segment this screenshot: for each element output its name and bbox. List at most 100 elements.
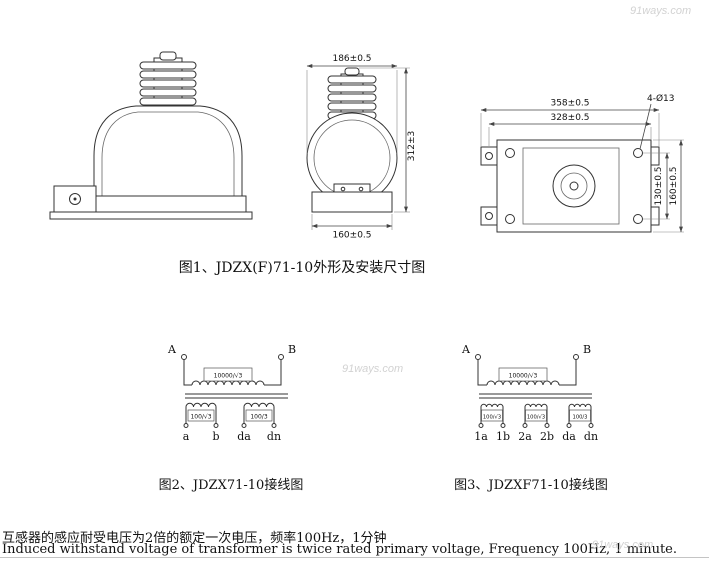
insulator-shed — [327, 102, 377, 111]
secondary-2-lead-wires — [524, 407, 548, 424]
primary-ratio-label: 10000/√3 — [214, 373, 243, 380]
terminal-b-label: B — [583, 343, 591, 356]
secondary-terminal-node — [500, 423, 506, 428]
dim-front-height: 312±3 — [407, 131, 417, 161]
note-english: Induced withstand voltage of transformer… — [2, 542, 678, 557]
dim-top-width-outer: 358±0.5 — [550, 99, 589, 109]
terminal-box-hole-center — [73, 197, 77, 201]
mounting-hole — [505, 214, 515, 224]
terminal-bolt — [340, 186, 346, 192]
tank-body-inner-line — [101, 111, 235, 196]
hole-leader-line — [639, 103, 652, 150]
secondary-1-lead-wires — [185, 407, 217, 424]
base-plate — [49, 211, 253, 220]
secondary-terminal-node — [588, 423, 594, 428]
watermark-text: 91ways.com — [630, 5, 692, 17]
tab-hole — [485, 152, 493, 160]
terminal-label: 1b — [496, 430, 510, 443]
mounting-hole — [505, 148, 515, 158]
mounting-tab — [480, 146, 498, 166]
wiring-diagram-jdzx71: A B 10000/√3 100/√3 a b 100/3 da dn — [167, 343, 296, 443]
mounting-hole — [633, 214, 643, 224]
secondary-terminal-node — [478, 423, 484, 428]
secondary-terminal-node — [544, 423, 550, 428]
terminal-label: a — [183, 430, 190, 443]
secondary-terminal-node — [213, 423, 219, 428]
dim-mounting-holes: 4-Ø13 — [647, 93, 675, 104]
transformer-side-view — [49, 51, 253, 220]
insulator-shed — [327, 84, 377, 93]
primary-coil — [191, 380, 265, 386]
mounting-tab — [480, 206, 498, 226]
wiring-diagrams: A B 10000/√3 100/√3 a b 100/3 da dn — [167, 343, 598, 443]
mounting-tab — [650, 206, 660, 226]
secondary-1-ratio-label: 100/√3 — [190, 414, 211, 421]
dim-top-width-inner: 328±0.5 — [550, 113, 589, 123]
transformer-top-view: 358±0.5 328±0.5 4-Ø13 130±0.5 160±0.5 — [480, 93, 684, 233]
terminal-a-label: A — [167, 343, 177, 356]
note-chinese: 互感器的感应耐受电压为2倍的额定一次电压，频率100Hz，1分钟 — [2, 531, 387, 546]
secondary-2-ratio-label: 100/3 — [250, 414, 267, 421]
terminal-label: 1a — [474, 430, 488, 443]
bottom-divider — [0, 557, 709, 558]
terminal-label: dn — [267, 430, 281, 443]
secondary-2-ratio-box — [245, 409, 273, 422]
secondary-3-ratio-box — [569, 409, 591, 422]
terminal-label: da — [237, 430, 251, 443]
terminal-label: b — [212, 430, 219, 443]
secondary-1-ratio-box — [187, 409, 215, 422]
watermark-text: 91ways.com — [342, 363, 404, 375]
insulator-shed — [139, 61, 197, 70]
mounting-hole — [633, 148, 643, 158]
secondary-1-lead-wires — [480, 407, 504, 424]
primary-ratio-box — [498, 367, 548, 382]
secondary-2-lead-wires — [243, 407, 275, 424]
terminal-b-label: B — [288, 343, 296, 356]
figure1-caption: 图1、JDZX(F)71-10外形及安装尺寸图 — [178, 260, 426, 276]
insulator-top-cap — [344, 67, 360, 76]
terminal-box-hole — [69, 193, 81, 205]
terminal-label: 2b — [540, 430, 554, 443]
insulator-top-cap — [159, 51, 177, 61]
insulator-shed — [327, 75, 377, 84]
terminal-label: 2a — [518, 430, 532, 443]
base-flange — [311, 191, 393, 213]
mounting-base-inner — [522, 147, 620, 225]
secondary-terminal-node — [522, 423, 528, 428]
terminal-a-label: A — [461, 343, 471, 356]
secondary-coil-3 — [568, 403, 592, 408]
insulator-shed — [139, 88, 197, 97]
dim-top-depth-outer: 160±0.5 — [669, 166, 679, 205]
secondary-terminal-node — [271, 423, 277, 428]
terminal-b-node — [278, 354, 284, 360]
terminal-label: dn — [584, 430, 598, 443]
figure2-caption: 图2、JDZX71-10接线图 — [158, 478, 304, 493]
secondary-1-ratio-label: 100/√3 — [483, 414, 501, 421]
wiring-diagram-jdzxf71: A B 10000/√3 100/√3 1a 1b 100/√3 2a 2b — [461, 343, 598, 443]
secondary-coil-1 — [480, 403, 504, 408]
core-lines — [479, 393, 592, 399]
secondary-terminal-node — [566, 423, 572, 428]
primary-terminal-circle — [552, 164, 596, 208]
insulator-shed — [139, 79, 197, 88]
terminal-label: da — [562, 430, 576, 443]
secondary-coil-2 — [524, 403, 548, 408]
terminal-a-node — [475, 354, 481, 360]
secondary-1-ratio-box — [481, 409, 503, 422]
secondary-coil-1 — [185, 402, 217, 408]
mounting-tab — [650, 146, 660, 166]
secondary-3-ratio-label: 100/3 — [573, 415, 588, 421]
insulator-shed — [139, 97, 197, 106]
core-lines — [185, 393, 288, 399]
primary-lead-wires — [183, 359, 282, 386]
figure1-drawings: 186±0.5 312±3 160±0.5 — [49, 51, 684, 241]
terminal-bolt — [358, 186, 364, 192]
tab-hole — [485, 212, 493, 220]
primary-lead-wires — [477, 359, 577, 386]
watermark-text: 91ways.com — [592, 539, 654, 551]
dim-front-width: 186±0.5 — [332, 54, 371, 64]
secondary-2-ratio-box — [525, 409, 547, 422]
secondary-terminal-node — [241, 423, 247, 428]
primary-coil — [486, 380, 560, 386]
terminal-a-node — [181, 354, 187, 360]
